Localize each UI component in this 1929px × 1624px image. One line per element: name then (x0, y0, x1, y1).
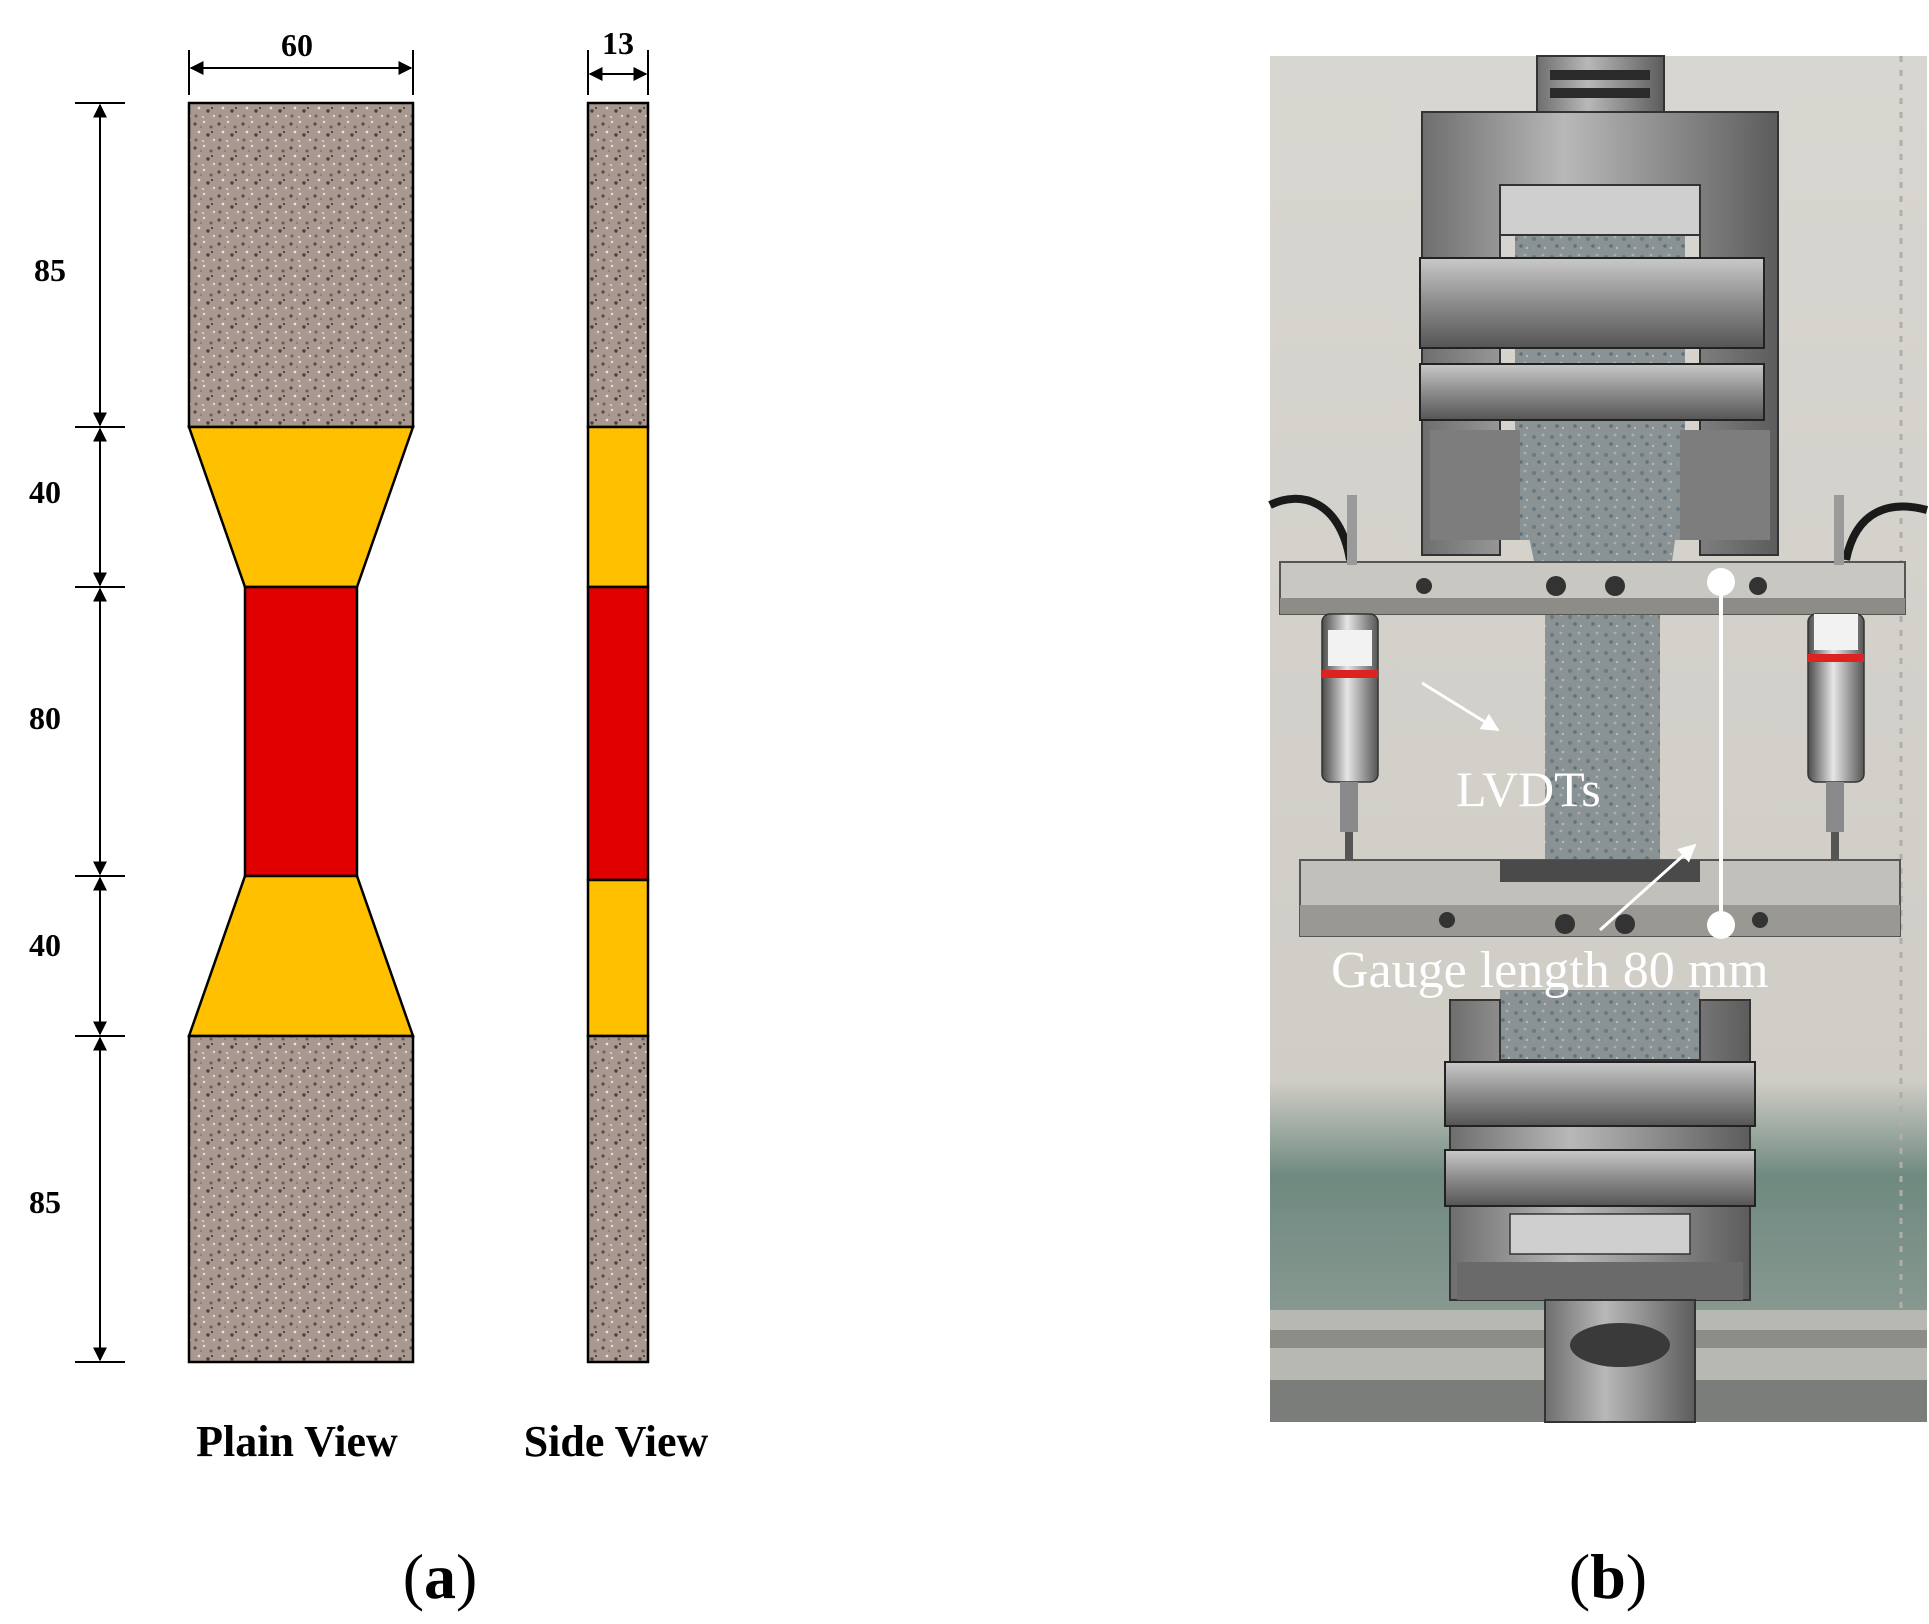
panel-b-label: (b) (1569, 1541, 1647, 1612)
test-photo: LVDTs Gauge length 80 mm (1268, 55, 1929, 1423)
panel-a-label: (a) (403, 1541, 478, 1612)
plain-top-grip (187, 101, 415, 429)
side-bottom-grip (586, 1034, 650, 1364)
dim-top-grip-label: 85 (34, 252, 66, 288)
lvdt-arrow (1421, 681, 1500, 732)
lvdt-left (1268, 494, 1379, 872)
plain-view-label: Plain View (196, 1417, 398, 1466)
upper-clamp-bar (1279, 561, 1906, 615)
side-view-label: Side View (524, 1417, 709, 1466)
side-top-taper (586, 425, 650, 589)
width-dimension: 60 (188, 27, 414, 95)
dim-gauge-label: 80 (29, 700, 61, 736)
upper-grip (1419, 111, 1779, 556)
lvdt-right (1807, 495, 1929, 872)
dim-bottom-grip-label: 85 (29, 1184, 61, 1220)
specimen-drawing: 60 13 85 40 80 40 85 P (29, 25, 709, 1612)
side-gauge-section (586, 585, 650, 882)
plain-top-taper (187, 425, 415, 589)
lvdt-label: LVDTs (1456, 761, 1601, 817)
lower-grip (1444, 999, 1756, 1301)
gauge-length-label: Gauge length 80 mm (1331, 942, 1769, 999)
gauge-length-marker (1707, 568, 1735, 939)
top-actuator (1536, 55, 1665, 115)
specimen-gauge (1545, 580, 1660, 890)
side-view (586, 101, 650, 1364)
dim-thickness-label: 13 (602, 25, 634, 61)
side-top-grip (586, 101, 650, 429)
dim-width-label: 60 (281, 27, 313, 63)
dim-bottom-taper-label: 40 (29, 927, 61, 963)
side-bottom-taper (586, 878, 650, 1038)
dim-top-taper-label: 40 (29, 474, 61, 510)
gauge-arrow (1598, 843, 1697, 932)
plain-bottom-grip (187, 1034, 415, 1364)
plain-gauge-section (243, 585, 359, 878)
plain-view (187, 101, 415, 1364)
length-dimensions: 85 40 80 40 85 (29, 102, 125, 1363)
gauge-point-bottom (1707, 911, 1735, 939)
thickness-dimension: 13 (587, 25, 649, 95)
plain-bottom-taper (187, 874, 415, 1038)
lower-clamp-bar (1299, 859, 1901, 937)
